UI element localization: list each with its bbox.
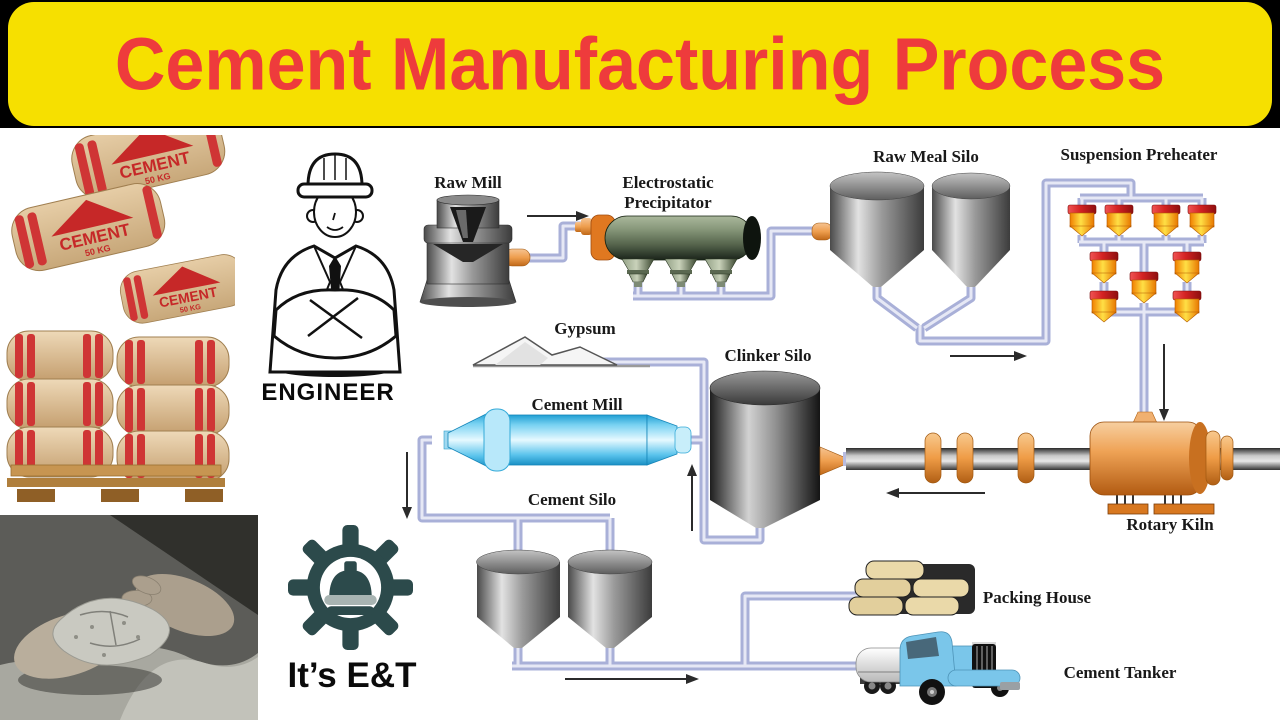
raw-meal-silo	[811, 171, 1011, 287]
title-banner: Cement Manufacturing Process	[8, 2, 1272, 126]
bag-top-back: CEMENT 50 KG	[71, 135, 226, 200]
bag-mid-right: CEMENT 50 KG	[119, 254, 235, 324]
process-pipes	[417, 178, 1207, 671]
packing-house	[848, 560, 975, 616]
engineer-illustration: ENGINEER	[261, 152, 402, 406]
engineer-crossed-arms	[272, 288, 398, 360]
label-gypsum: Gypsum	[554, 319, 615, 338]
electrostatic-precipitator	[575, 214, 761, 287]
label-raw-mill: Raw Mill	[434, 173, 502, 192]
label-cement-tanker: Cement Tanker	[1064, 663, 1177, 682]
cement-bags-photo: CEMENT 50 KG CEMENT 50 KG CEMENT 50 KG	[6, 135, 235, 502]
bag-weight-text: 50 KG	[179, 302, 202, 315]
engineer-caption: ENGINEER	[261, 379, 394, 406]
label-rotary-kiln: Rotary Kiln	[1126, 515, 1214, 534]
label-clinker-silo: Clinker Silo	[724, 346, 811, 365]
label-cement-silo: Cement Silo	[528, 490, 616, 509]
label-cement-mill: Cement Mill	[531, 395, 622, 414]
kiln-supports	[1107, 495, 1215, 515]
cement-mill	[443, 408, 692, 472]
bag-stack-rows	[6, 330, 230, 482]
bag-top-front: CEMENT 50 KG	[11, 183, 166, 272]
page-title: Cement Manufacturing Process	[114, 22, 1166, 106]
process-diagram: Raw Mill Electrostatic Precipitator Raw …	[402, 145, 1280, 705]
raw-meal-silo-inlet-nozzle	[811, 222, 833, 241]
label-suspension-preheater: Suspension Preheater	[1061, 145, 1218, 164]
clinker-silo	[709, 370, 847, 528]
brand-text: It’s E&T	[287, 656, 417, 695]
label-precipitator: Precipitator	[624, 193, 712, 212]
cement-silo	[476, 549, 653, 648]
gear-hardhat-icon	[288, 525, 413, 650]
rotary-kiln	[843, 411, 1280, 515]
precipitator-hoppers	[621, 258, 738, 287]
raw-mill	[419, 194, 531, 307]
flow-arrows	[402, 211, 1169, 684]
kiln-feed-nozzle	[1132, 411, 1158, 424]
kiln-shell	[1089, 421, 1203, 496]
content-area: CEMENT 50 KG CEMENT 50 KG CEMENT 50 KG	[0, 128, 1280, 720]
cement-tanker-truck	[855, 631, 1021, 705]
label-electrostatic: Electrostatic	[622, 173, 714, 192]
wooden-pallet	[7, 464, 225, 502]
label-raw-meal-silo: Raw Meal Silo	[873, 147, 979, 166]
clinker-silo-inlet-nozzle	[819, 446, 847, 476]
cement-hands-photo	[0, 515, 258, 720]
gypsum-pile	[472, 336, 650, 368]
label-packing-house: Packing House	[983, 588, 1092, 607]
